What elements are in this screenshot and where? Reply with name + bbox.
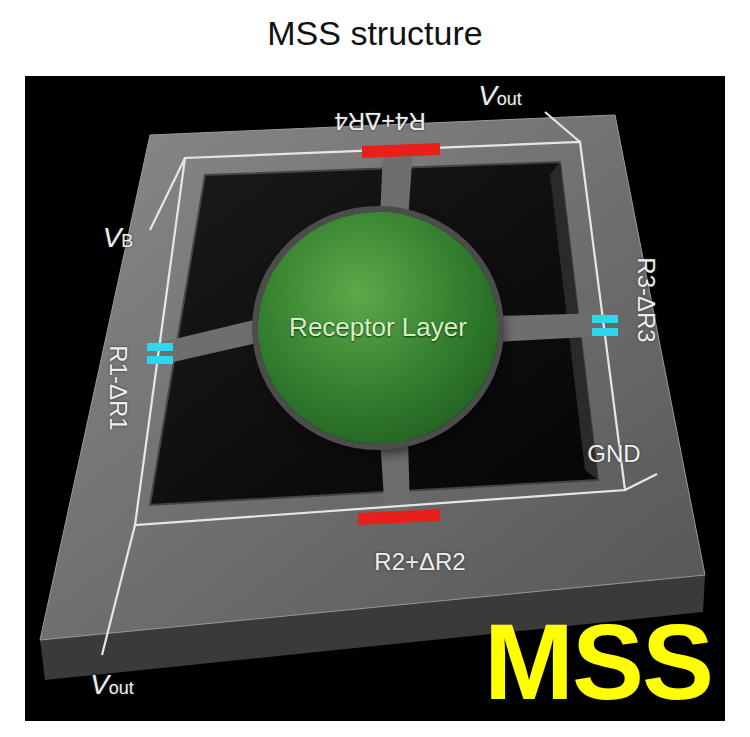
beam [380,438,410,514]
chip-top-face [40,115,705,640]
beam [494,313,606,342]
beam [158,318,262,365]
signal-name: Vout [90,671,134,699]
resistor-symbol [362,143,440,158]
resistor-label: R2+ΔR2 [374,550,465,574]
wire-loop [135,142,625,525]
resistor-label: R3-ΔR3 [634,257,658,342]
wire-lead [625,474,657,490]
resistor-symbol [592,315,618,323]
resistor-symbol [358,509,440,525]
watermark: MSS [484,608,712,716]
diagram-title: MSS structure [0,14,750,53]
image-ground [25,76,725,721]
beam [380,149,413,220]
resistor-symbol [592,328,618,336]
signal-name: VB [103,224,134,252]
bridge-wires [102,112,657,655]
wire-lead [150,158,185,230]
resistor-label: R1-ΔR1 [106,345,130,430]
wire-lead [102,525,135,655]
signal-name: GND [587,442,640,466]
receptor-circle: Receptor Layer [258,212,498,444]
resistor-label: R4+ΔR4 [334,109,425,133]
signal-name: Vout [478,82,522,110]
node-text: Receptor Layer [279,303,477,353]
resistor-symbol [147,356,173,364]
resistor-symbol [147,343,173,351]
wire-lead [545,112,580,142]
